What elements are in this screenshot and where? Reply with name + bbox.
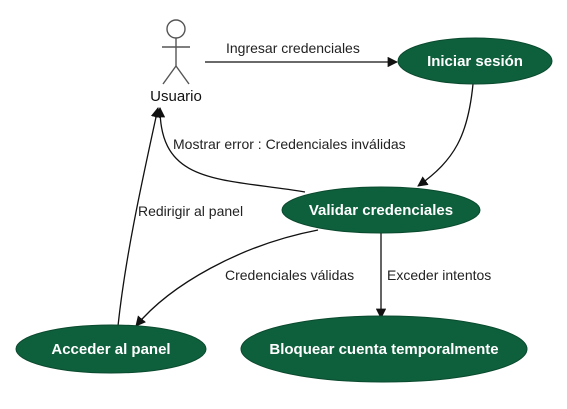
label-credenciales-validas: Credenciales válidas	[225, 267, 354, 283]
usecase-bloquear-cuenta: Bloquear cuenta temporalmente	[240, 315, 528, 383]
usecase-iniciar-sesion: Iniciar sesión	[397, 37, 553, 85]
label-redirigir-panel: Redirigir al panel	[138, 203, 243, 219]
usecase-ellipse	[281, 186, 481, 234]
usecase-label: Acceder al panel	[51, 341, 170, 358]
edge-redirigir-panel	[117, 106, 162, 327]
usuario-actor: Usuario	[150, 19, 202, 105]
usecase-ellipse	[397, 37, 553, 85]
usecase-label: Iniciar sesión	[427, 53, 523, 70]
usecase-ellipse	[240, 315, 528, 383]
edge-mostrar-error	[154, 106, 306, 193]
actor-right-leg	[175, 65, 190, 85]
usecase-validar-credenciales: Validar credenciales	[281, 186, 481, 234]
actor-head	[166, 19, 186, 39]
label-mostrar-error: Mostrar error : Credenciales inválidas	[173, 136, 406, 152]
usecase-acceder-panel: Acceder al panel	[15, 324, 207, 374]
usecase-label: Validar credenciales	[309, 202, 453, 219]
actor-left-leg	[162, 65, 177, 85]
usecase-ellipse	[15, 324, 207, 374]
actor-label: Usuario	[150, 88, 202, 105]
label-ingresar-credenciales: Ingresar credenciales	[226, 40, 360, 56]
edge-iniciar-to-validar	[417, 83, 474, 187]
edge-credenciales-validas	[135, 229, 319, 327]
label-exceder-intentos: Exceder intentos	[387, 267, 491, 283]
usecase-label: Bloquear cuenta temporalmente	[269, 341, 498, 358]
